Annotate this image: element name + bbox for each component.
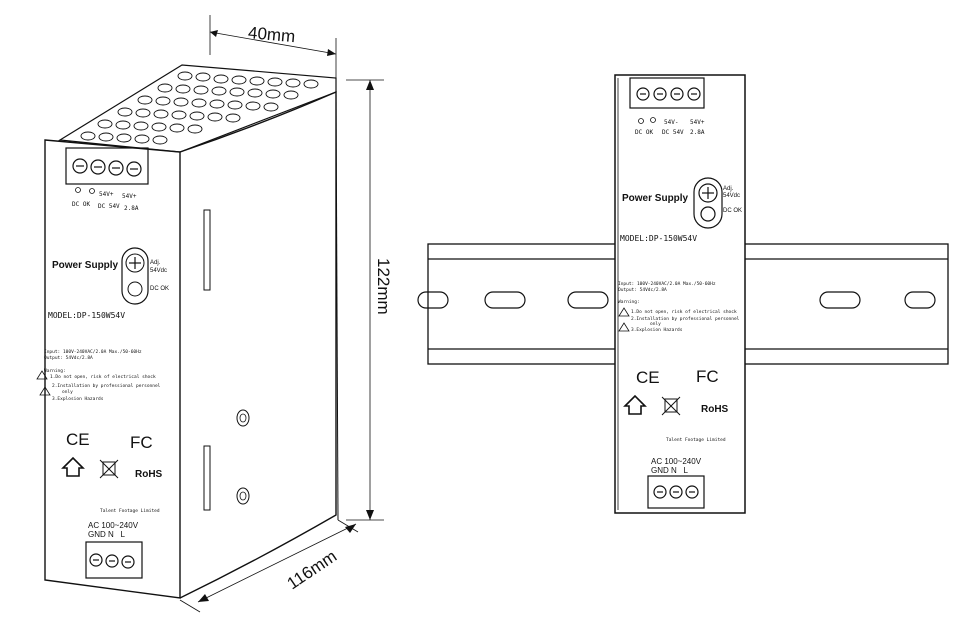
side-slot bbox=[203, 445, 211, 511]
right-warning-3: 3.Explosion Hazards bbox=[631, 327, 683, 333]
depth-label: 116mm bbox=[284, 547, 341, 594]
right-terminal-label-2: 54V+ bbox=[690, 119, 705, 126]
right-input-line: Input: 100V-240VAC/2.0A Max./50-60Hz bbox=[618, 281, 716, 287]
right-maker: Talent Footage Limited bbox=[666, 437, 726, 443]
rail-slot bbox=[417, 291, 449, 309]
right-fc-mark: FC bbox=[696, 367, 719, 386]
left-dc-ok-led-label: DC OK bbox=[150, 286, 169, 292]
right-rohs-mark: RoHS bbox=[701, 404, 729, 415]
width-dimension: 40mm bbox=[209, 15, 337, 78]
left-terminal-label-1: 54V+ bbox=[99, 191, 114, 198]
right-dc-ok-row: DC OK bbox=[635, 129, 653, 136]
left-warning-title: Warning: bbox=[44, 368, 66, 374]
right-unit-labels: 54V- 54V+ DC OK DC 54V 2.8A Power Supply… bbox=[618, 119, 742, 475]
left-warning-3: 3.Explosion Hazards bbox=[52, 396, 104, 402]
left-maker: Talent Footage Limited bbox=[100, 508, 160, 514]
left-weee-icon bbox=[99, 459, 119, 479]
left-current-row: 2.8A bbox=[124, 205, 139, 212]
right-warning-title: Warning: bbox=[618, 299, 640, 305]
left-adj-label-1: Adj. bbox=[150, 260, 161, 266]
side-screw bbox=[236, 487, 250, 505]
depth-dimension: 116mm bbox=[179, 519, 359, 613]
side-screw bbox=[236, 409, 250, 427]
right-output-line: Output: 54Vdc/2.8A bbox=[618, 287, 667, 293]
side-face bbox=[179, 90, 337, 599]
left-warning-2b: only bbox=[62, 389, 73, 395]
right-current-row: 2.8A bbox=[690, 129, 705, 136]
right-ac-terminals: GND N L bbox=[651, 466, 688, 475]
left-adjust-knob bbox=[121, 247, 149, 305]
left-adj-label-2: 54Vdc bbox=[150, 268, 167, 274]
rail-slot bbox=[904, 291, 936, 309]
side-slot bbox=[203, 209, 211, 291]
rail-slot bbox=[567, 291, 609, 309]
height-label: 122mm bbox=[374, 258, 393, 315]
right-ac-label: AC 100~240V bbox=[651, 457, 702, 466]
right-power-supply-title: Power Supply bbox=[622, 193, 689, 204]
left-dc-out-row: DC 54V bbox=[98, 203, 120, 210]
right-terminal-label-1: 54V- bbox=[664, 119, 678, 126]
left-house-icon bbox=[61, 456, 85, 477]
rail-slot bbox=[484, 291, 526, 309]
top-vent-holes bbox=[80, 71, 319, 145]
left-rohs-mark: RoHS bbox=[135, 469, 163, 480]
left-fc-mark: FC bbox=[130, 433, 153, 452]
width-label: 40mm bbox=[247, 23, 296, 46]
left-terminal-label-2: 54V+ bbox=[122, 193, 137, 200]
right-adj-label-2: 54Vdc bbox=[723, 193, 740, 199]
top-face bbox=[58, 64, 337, 153]
height-dimension: 122mm bbox=[346, 79, 393, 521]
left-power-supply-title: Power Supply bbox=[52, 260, 119, 271]
right-house-icon bbox=[623, 394, 647, 415]
left-ac-terminals: GND N L bbox=[88, 530, 125, 539]
left-unit-labels: 54V+ 54V+ DC OK DC 54V 2.8A Adj. 54Vdc D… bbox=[44, 191, 169, 539]
right-warning-1: 1.Do not open, risk of electrical shock bbox=[631, 309, 737, 315]
left-warning-2: 2.Installation by professional personnel bbox=[52, 383, 161, 389]
right-top-terminal-block bbox=[629, 77, 705, 109]
right-dc-ok-led-label: DC OK bbox=[723, 208, 742, 214]
right-ce-mark: CE bbox=[636, 368, 660, 387]
left-output-line: Output: 54Vdc/2.8A bbox=[44, 355, 93, 361]
left-ac-label: AC 100~240V bbox=[88, 521, 139, 530]
front-view bbox=[417, 74, 949, 514]
left-input-line: Input: 100V-240VAC/2.0A Max./50-60Hz bbox=[44, 349, 142, 355]
right-weee-icon bbox=[661, 396, 681, 416]
right-adj-label-1: Adj. bbox=[723, 186, 734, 192]
left-bottom-terminal-block bbox=[85, 541, 143, 579]
left-model: MODEL:DP-150W54V bbox=[48, 311, 125, 320]
right-model: MODEL:DP-150W54V bbox=[620, 234, 697, 243]
left-dc-ok-row: DC OK bbox=[72, 201, 90, 208]
rail-slot bbox=[819, 291, 861, 309]
right-dc-out-row: DC 54V bbox=[662, 129, 684, 136]
right-adjust-knob bbox=[693, 177, 723, 229]
front-housing bbox=[614, 74, 746, 514]
right-warning-2b: only bbox=[650, 321, 661, 327]
left-ce-mark: CE bbox=[66, 430, 90, 449]
left-warning-1: 1.Do not open, risk of electrical shock bbox=[50, 374, 156, 380]
left-top-terminal-block bbox=[65, 147, 149, 185]
right-warning-2: 2.Installation by professional personnel bbox=[631, 316, 740, 322]
right-bottom-terminal-block bbox=[647, 475, 705, 509]
